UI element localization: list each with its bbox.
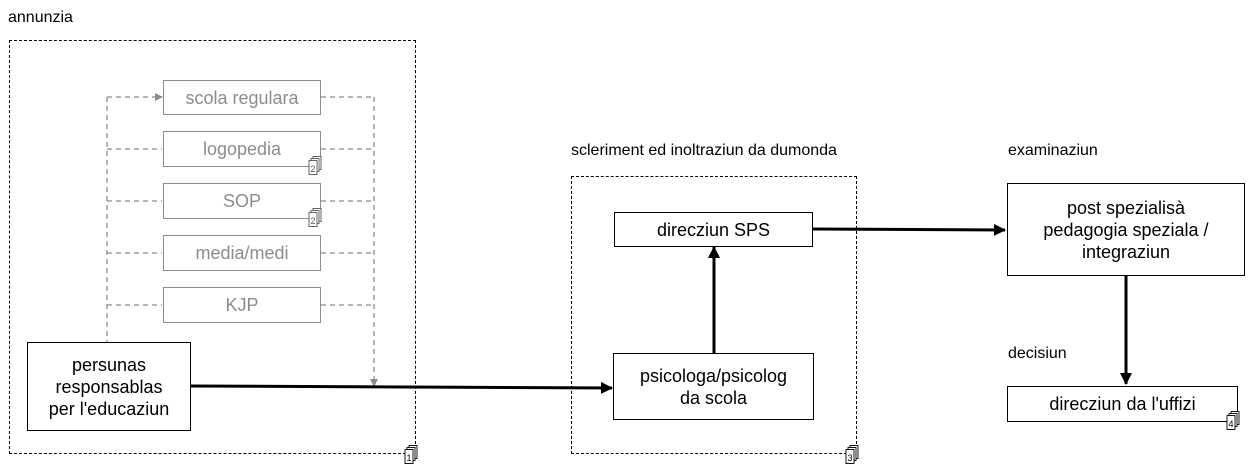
annunzia-region xyxy=(9,40,416,454)
document-stack-icon-uffizi: 4 xyxy=(1226,411,1240,430)
persunas-responsablas-box: persunas responsablas per l'educaziun xyxy=(27,342,191,431)
sop-box: SOP xyxy=(163,183,321,219)
scola-regulara-box: scola regulara xyxy=(163,80,321,115)
media-medi-box: media/medi xyxy=(163,235,321,271)
badge-number-annunzia: 1 xyxy=(406,453,411,463)
badge-number-sop: 2 xyxy=(310,216,315,226)
document-stack-icon-annunzia: 1 xyxy=(404,445,418,464)
badge-number-uffizi: 4 xyxy=(1228,419,1233,429)
section-title-decisiun: decisiun xyxy=(1008,345,1067,362)
section-title-scleriment: scleriment ed inoltraziun da dumonda xyxy=(571,142,837,159)
direcziun-uffizi-box: direcziun da l'uffizi xyxy=(1007,386,1238,422)
arrow-direcziun-sps-to-post xyxy=(811,223,1006,236)
badge-number-scleriment: 3 xyxy=(847,453,852,463)
psicologa-box: psicologa/psicolog da scola xyxy=(613,353,814,420)
badge-number-logopedia: 2 xyxy=(310,164,315,174)
post-spezialisa-box: post spezialisà pedagogia speziala / int… xyxy=(1007,183,1245,276)
document-stack-icon-sop: 2 xyxy=(308,208,322,227)
document-stack-icon-logopedia: 2 xyxy=(308,156,322,175)
direcziun-sps-box: direcziun SPS xyxy=(614,212,813,247)
section-title-examinaziun: examinaziun xyxy=(1008,142,1098,159)
arrow-persunas-to-psicologa xyxy=(190,381,613,394)
kjp-box: KJP xyxy=(163,287,321,323)
logopedia-box: logopedia xyxy=(163,131,321,167)
document-stack-icon-scleriment: 3 xyxy=(845,445,859,464)
section-title-annunzia: annunzia xyxy=(8,9,73,26)
scleriment-region xyxy=(571,176,857,454)
